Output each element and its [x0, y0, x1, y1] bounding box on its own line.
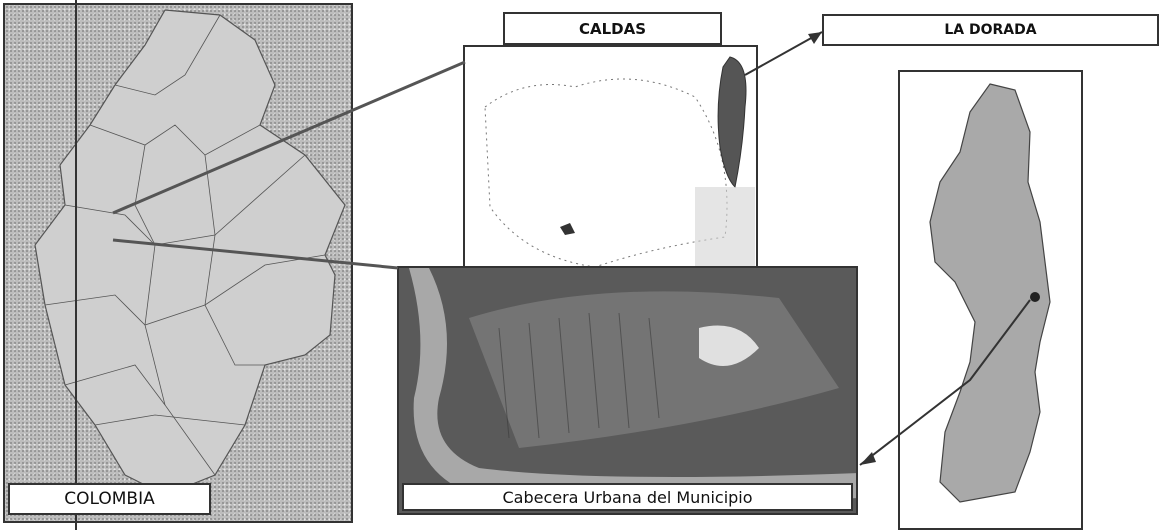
urban-label-text: Cabecera Urbana del Municipio: [502, 487, 753, 507]
caldas-marker: [560, 223, 575, 235]
colombia-map-panel: [3, 3, 353, 523]
caldas-label: CALDAS: [503, 12, 722, 45]
connector-colombia-caldas: [112, 60, 466, 215]
caldas-map: [484, 56, 755, 268]
caldas-outline: [484, 78, 728, 268]
la-dorada-outline: [929, 83, 1051, 503]
arrow-head-urban: [860, 452, 876, 465]
caldas-label-text: CALDAS: [578, 19, 647, 38]
colombia-outline: [34, 9, 346, 496]
caldas-map-panel: [463, 45, 758, 271]
urban-label: Cabecera Urbana del Municipio: [402, 483, 853, 511]
river: [409, 268, 856, 502]
connector-colombia-urban: [112, 238, 399, 270]
la-dorada-map-panel: [898, 70, 1083, 530]
la-dorada-map: [929, 83, 1051, 503]
colombia-label-text: COLOMBIA: [64, 489, 155, 509]
urban-location-marker: [1030, 292, 1040, 302]
connector-caldas-dorada: [744, 31, 823, 76]
la-dorada-label-text: LA DORADA: [944, 22, 1037, 38]
connector-dorada-urban: [859, 299, 1031, 466]
urban-satellite-panel: [397, 266, 858, 515]
la-dorada-highlight: [717, 56, 747, 189]
colombia-label: COLOMBIA: [8, 483, 211, 515]
arrow-head-dorada: [808, 32, 822, 44]
urban-satellite-image: [399, 268, 856, 513]
la-dorada-label: LA DORADA: [822, 14, 1159, 46]
vertical-line: [75, 0, 77, 530]
